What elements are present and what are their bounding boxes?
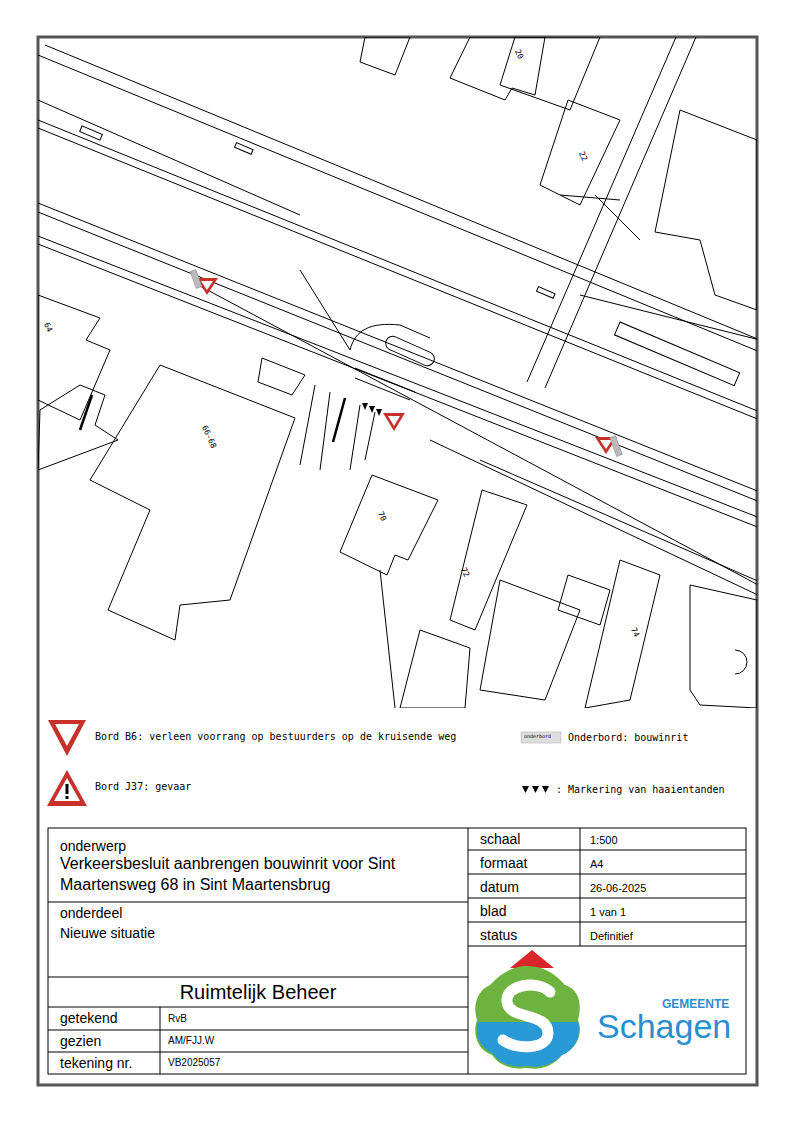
field-name: datum [480, 879, 519, 895]
title-block-grid [48, 828, 746, 1074]
sign-b6 [595, 436, 622, 457]
field-value: Nieuwe situatie [60, 925, 155, 941]
house-number: 20 [513, 48, 525, 61]
haaientanden-marking [362, 403, 382, 416]
field-name: gezien [60, 1033, 101, 1049]
field-value: RvB [168, 1013, 187, 1025]
field-value: Definitief [590, 930, 633, 943]
legend-onderbord-sample [521, 732, 561, 743]
house-number: 66-68 [200, 424, 219, 450]
department-name: Ruimtelijk Beheer [48, 981, 468, 1004]
house-number: 72 [459, 566, 471, 579]
sign-b6 [383, 413, 405, 431]
field-name: blad [480, 903, 506, 919]
legend-b6-sample [48, 720, 86, 756]
field-value: 1:500 [590, 834, 618, 847]
house-number: 22 [577, 150, 589, 163]
field-name: tekening nr. [60, 1055, 132, 1071]
schagen-logo [475, 950, 580, 1069]
field-name: getekend [60, 1010, 118, 1026]
field-name: formaat [480, 855, 527, 871]
street-map [38, 37, 757, 708]
legend-text: : Markering van haaientanden [556, 784, 725, 796]
house-number: 74 [629, 626, 641, 639]
legend-text: Onderbord: bouwinrit [568, 732, 688, 744]
drawing-subject: Verkeersbesluit aanbrengen bouwinrit voo… [60, 853, 460, 895]
sign-b6 [190, 270, 218, 295]
field-value: 26-06-2025 [590, 882, 646, 895]
field-value: A4 [590, 858, 603, 871]
field-value: AM/FJJ.W [168, 1035, 214, 1047]
legend-text: Bord B6: verleen voorrang op bestuurders… [95, 731, 456, 743]
field-value: 1 van 1 [590, 906, 626, 919]
legend-haaientanden-sample [522, 786, 549, 793]
legend-text: Bord J37: gevaar [95, 781, 191, 793]
legend-j37-sample [47, 770, 87, 806]
onderbord-sample-text: onderbord [524, 734, 551, 740]
municipality-name: Schagen [597, 1007, 731, 1046]
field-name: status [480, 927, 517, 943]
sheet-frame [38, 37, 757, 1085]
house-number: 70 [376, 510, 388, 523]
house-number: 64 [42, 321, 54, 334]
field-name: onderdeel [60, 905, 122, 921]
field-value: VB2025057 [168, 1057, 220, 1069]
field-name: schaal [480, 831, 520, 847]
field-name: onderwerp [60, 838, 126, 854]
